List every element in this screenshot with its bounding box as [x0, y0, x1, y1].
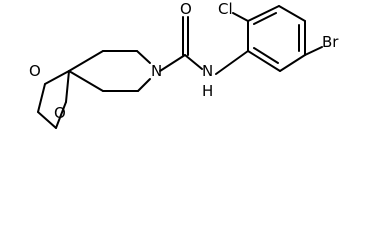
structure-canvas: O O N O N H Cl Br — [29, 0, 340, 129]
bond-aromatic-5 — [247, 5, 280, 22]
chemical-structure-diagram: O O N O N H Cl Br — [29, 0, 339, 129]
oxygen-top-label: O — [29, 62, 41, 80]
bond-piperidine-4 — [137, 78, 151, 92]
bond-aromatic-inner-3 — [253, 12, 277, 25]
bond-nh-aryl — [215, 50, 249, 75]
bond-dioxolane-3 — [37, 83, 46, 113]
bromine-label: Br — [322, 33, 339, 51]
amide-hydrogen-label: H — [202, 82, 213, 100]
bond-n-carbonyl — [159, 54, 186, 72]
bond-piperidine-1 — [68, 50, 104, 72]
bond-piperidine-3 — [136, 50, 151, 64]
bond-piperidine-6 — [68, 70, 104, 92]
bond-aromatic-1 — [247, 50, 281, 72]
carbonyl-oxygen-label: O — [180, 0, 192, 18]
bond-aromatic-2 — [279, 54, 306, 72]
amide-nitrogen-label: N — [202, 62, 213, 80]
chlorine-label: Cl — [218, 0, 233, 18]
bond-carbonyl-nh — [184, 54, 203, 70]
bond-aromatic-inner-1 — [253, 47, 279, 64]
bond-aromatic-4 — [278, 5, 306, 22]
oxygen-bottom-label: O — [54, 104, 66, 122]
bond-dioxolane-1 — [44, 70, 70, 85]
bond-dioxolane-5 — [55, 101, 67, 129]
bond-dioxolane-4 — [37, 111, 57, 129]
bond-aryl-br — [304, 46, 323, 56]
piperidine-nitrogen-label: N — [151, 62, 162, 80]
bond-dioxolane-2 — [65, 70, 70, 103]
bond-aryl-cl — [232, 12, 249, 22]
